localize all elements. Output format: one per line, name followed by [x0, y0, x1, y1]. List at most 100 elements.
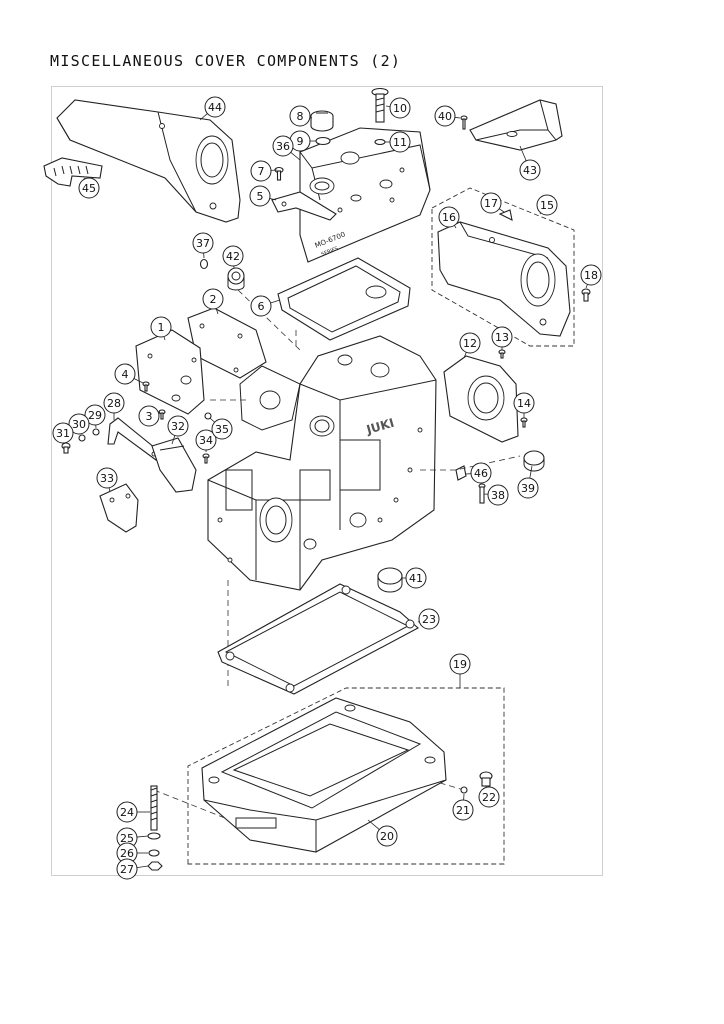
screw-31 [61, 442, 71, 454]
callout-circle [478, 786, 500, 808]
upper-belt-cover [56, 99, 241, 223]
callout-number: 15 [540, 199, 554, 212]
callout-circle [434, 105, 456, 127]
callout-circle [389, 131, 411, 153]
leader-line [171, 435, 176, 445]
callout-number: 45 [82, 182, 96, 195]
callout-number: 38 [491, 489, 505, 502]
callout-21: 21 [452, 793, 474, 821]
callout-18: 18 [580, 264, 602, 289]
screw-34 [202, 453, 210, 464]
callout-number: 32 [171, 420, 185, 433]
callout-circle [84, 404, 106, 426]
callout-number: 2 [210, 293, 217, 306]
callout-circle [376, 825, 398, 847]
callout-number: 12 [463, 337, 477, 350]
callout-circle [289, 105, 311, 127]
callout-circle [116, 801, 138, 823]
washer-21 [460, 786, 468, 794]
callout-31: 31 [52, 422, 74, 444]
callout-33: 33 [96, 467, 118, 493]
callout-circle [96, 467, 118, 489]
callout-27: 27 [116, 858, 149, 880]
callout-32: 32 [167, 415, 189, 445]
leader-line [209, 417, 215, 423]
callout-34: 34 [195, 429, 217, 452]
callout-circle [250, 295, 272, 317]
callout-circle [487, 484, 509, 506]
callout-circle [68, 413, 90, 435]
callout-circle [103, 392, 125, 414]
callout-43: 43 [519, 145, 541, 181]
callout-number: 28 [107, 397, 121, 410]
callout-36: 36 [272, 135, 301, 161]
callout-number: 17 [484, 197, 498, 210]
callout-number: 20 [380, 830, 394, 843]
comb-piece [43, 157, 103, 187]
callout-circle [204, 96, 226, 118]
callout-4: 4 [114, 363, 144, 385]
callout-number: 35 [215, 423, 229, 436]
leader-line [269, 198, 277, 201]
callout-45: 45 [78, 177, 100, 199]
callout-circle [52, 422, 74, 444]
callout-circle [192, 232, 214, 254]
screw-7 [274, 166, 284, 181]
cover-33 [99, 483, 139, 533]
oil-cap [310, 110, 334, 132]
callout-20: 20 [367, 819, 398, 847]
screw-4 [142, 381, 150, 392]
callout-15: 15 [536, 194, 558, 216]
group-15-outline [431, 187, 575, 347]
callout-circle [250, 160, 272, 182]
leader-line [163, 336, 166, 341]
callout-number: 31 [56, 427, 70, 440]
callout-number: 4 [122, 368, 129, 381]
callout-number: 46 [474, 467, 488, 480]
main-body-casting: JUKI [207, 335, 437, 591]
callout-19: 19 [449, 653, 471, 688]
callout-46: 46 [465, 462, 492, 484]
screw-14 [520, 417, 528, 428]
callout-number: 43 [523, 164, 537, 177]
callout-2: 2 [202, 288, 224, 315]
callout-23: 23 [417, 608, 440, 630]
callout-number: 33 [100, 472, 114, 485]
callout-12: 12 [459, 332, 481, 359]
callout-circle [470, 462, 492, 484]
callout-circle [167, 415, 189, 437]
callout-circle [452, 799, 474, 821]
top-cover: MO-6700 SERIES [271, 127, 431, 263]
callout-number: 13 [495, 331, 509, 344]
leader-line [270, 299, 281, 304]
callout-number: 10 [393, 102, 407, 115]
cover-32 [151, 437, 197, 493]
callout-number: 21 [456, 804, 470, 817]
callout-number: 36 [276, 140, 290, 153]
callout-circle [449, 653, 471, 675]
callout-circle [211, 418, 233, 440]
leader-line [463, 352, 467, 359]
callout-number: 25 [120, 832, 134, 845]
callout-number: 30 [72, 418, 86, 431]
callout-circle [491, 326, 513, 348]
callout-circle [418, 608, 440, 630]
washer-30 [78, 434, 86, 442]
callout-circle [459, 332, 481, 354]
cap-39 [523, 450, 545, 472]
leader-line [367, 819, 380, 830]
leader-line [454, 225, 457, 229]
callout-circle [272, 135, 294, 157]
callout-22: 22 [478, 785, 500, 808]
callout-circle [114, 363, 136, 385]
plug-37 [199, 258, 209, 270]
callout-number: 27 [120, 863, 134, 876]
callout-8: 8 [289, 105, 313, 127]
callout-39: 39 [517, 465, 539, 499]
callout-number: 7 [258, 165, 265, 178]
leader-line [215, 308, 219, 315]
oil-pan [201, 697, 447, 853]
callout-number: 19 [453, 658, 467, 671]
